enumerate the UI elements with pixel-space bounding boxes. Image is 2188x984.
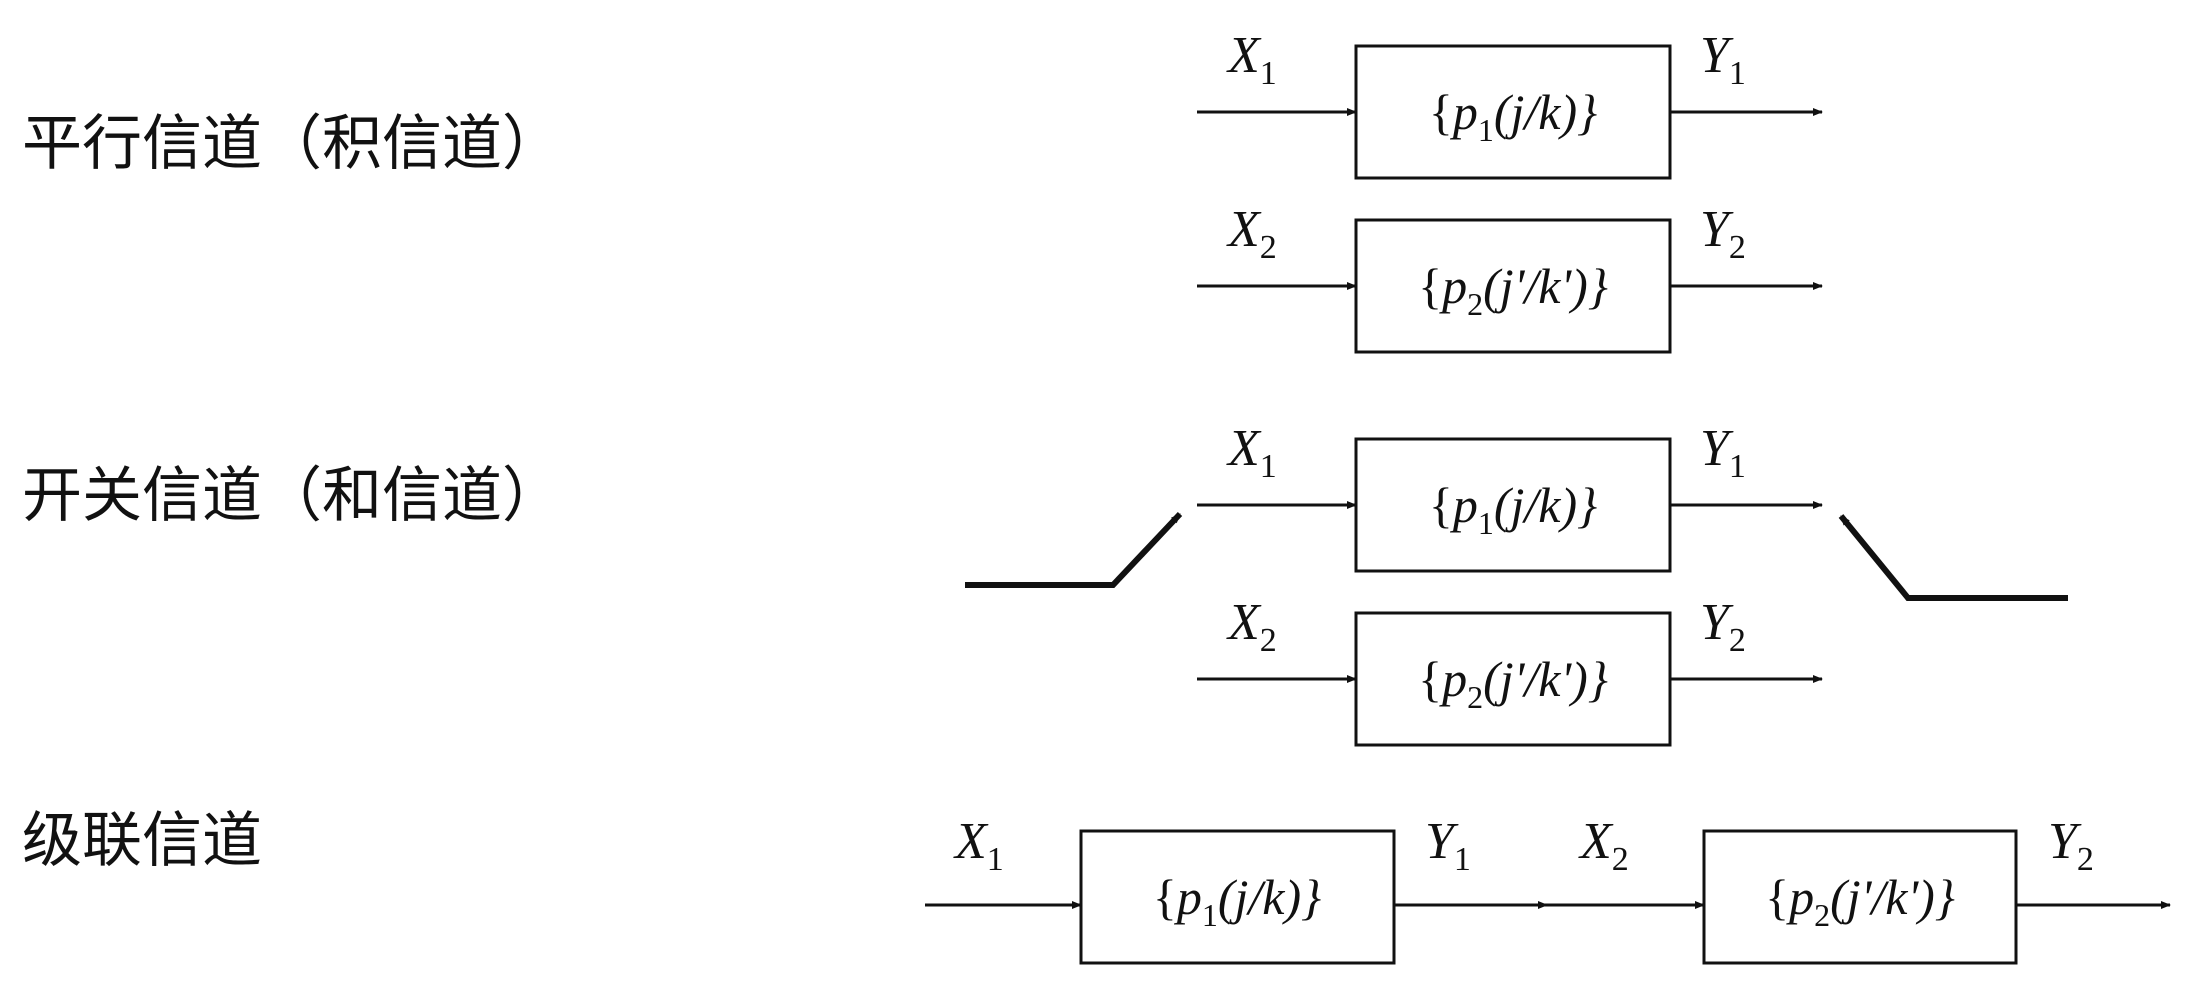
cascade-ch2-transition-label: {p2(j'/k')} [1765,869,1955,933]
switch-ch2-output-label: Y2 [1700,594,1746,659]
parallel-ch2-transition-label: {p2(j'/k')} [1418,258,1608,322]
output-switch-lever [1838,514,2068,601]
switch-ch1-transition-label: {p1(j/k)} [1429,477,1597,541]
switch-ch1-input-label: X1 [1226,420,1277,485]
cascade-channel-title: 级联信道 [22,806,262,876]
cascade-ch1-transition-label: {p1(j/k)} [1153,869,1321,933]
cascade-ch2-box [1702,829,2018,965]
parallel-ch2-output-label: Y2 [1700,201,1746,266]
parallel-ch1-transition-label: {p1(j/k)} [1429,84,1597,148]
parallel-ch2-input-label: X2 [1226,201,1277,266]
cascade-output-label: Y2 [2048,813,2094,878]
switch-ch2-input-label: X2 [1226,594,1277,659]
cascade-middle-input-label: X2 [1578,813,1629,878]
parallel-ch1-input-label: X1 [1226,27,1277,92]
switch-ch2-transition-label: {p2(j'/k')} [1418,651,1608,715]
parallel-ch1-output-label: Y1 [1700,27,1746,92]
cascade-input-label: X1 [953,813,1004,878]
input-switch-lever [965,511,1183,588]
cascade-ch1-box [1079,829,1396,965]
cascade-middle-output-label: Y1 [1425,813,1471,878]
switch-ch1-output-label: Y1 [1700,420,1746,485]
switch-channel-title: 开关信道（和信道） [22,461,562,531]
parallel-channel-title: 平行信道（积信道） [22,109,562,179]
